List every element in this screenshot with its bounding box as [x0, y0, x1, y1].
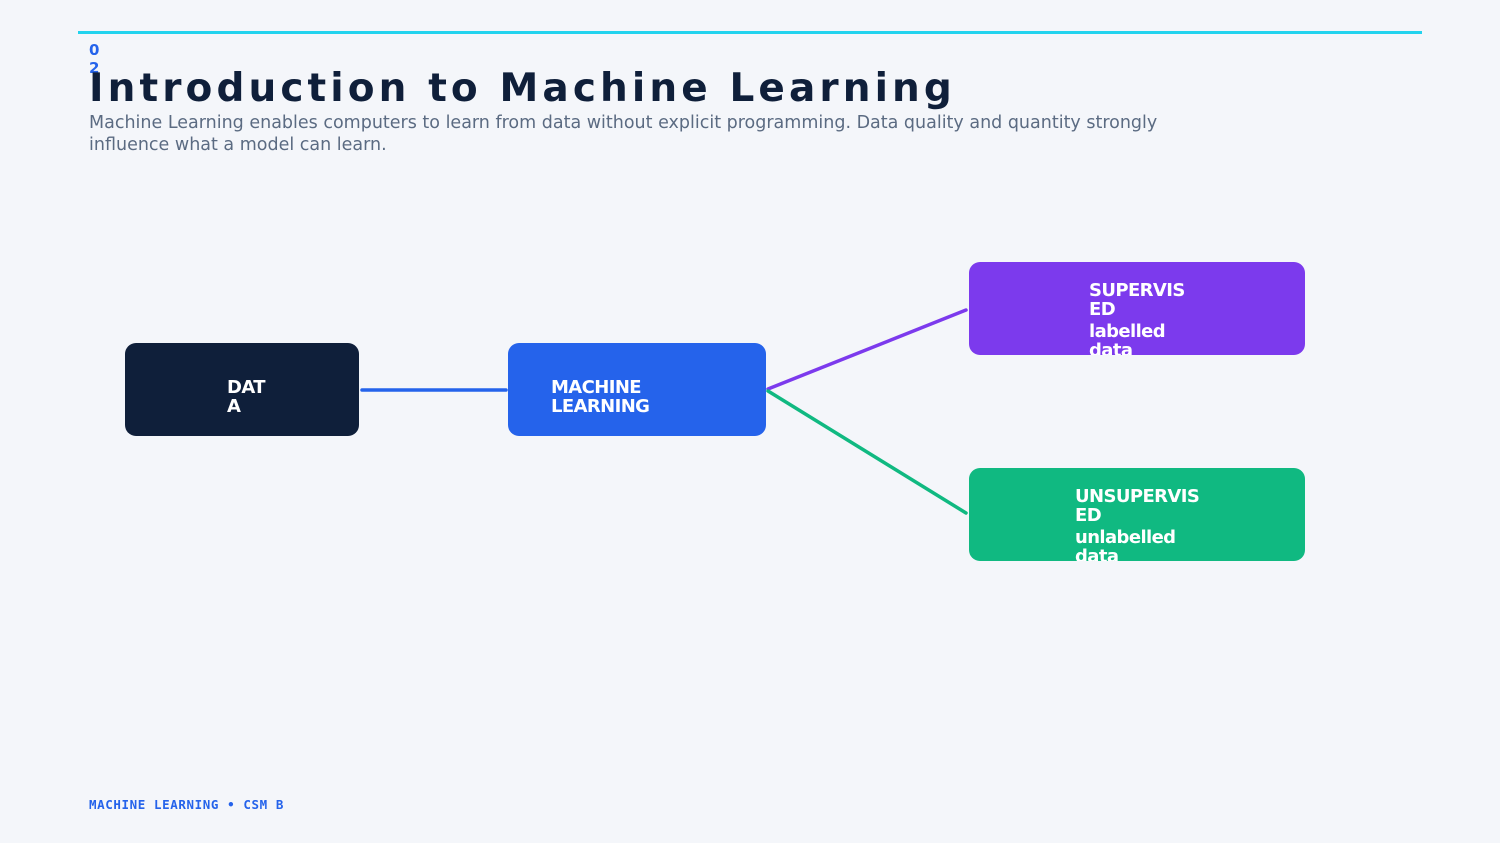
node-data: DATA — [125, 343, 359, 436]
node-machine-learning-label: MACHINE LEARNING — [551, 377, 650, 417]
slide-title: Introduction to Machine Learning — [89, 66, 956, 111]
node-unsupervised-sublabel: unlabelled data — [1075, 527, 1176, 561]
footer-text: MACHINE LEARNING • CSM B — [89, 797, 285, 812]
node-unsupervised: UNSUPERVISED unlabelled data — [969, 468, 1305, 561]
slide-number: 02 — [89, 41, 100, 77]
node-supervised: SUPERVISED labelled data — [969, 262, 1305, 355]
top-accent-rule — [78, 31, 1422, 34]
edge-ml-to-supervised — [766, 308, 968, 391]
slide-subtitle: Machine Learning enables computers to le… — [89, 113, 1158, 155]
edge-ml-to-unsupervised — [766, 389, 968, 515]
node-unsupervised-label: UNSUPERVISED — [1075, 486, 1200, 526]
node-data-label: DATA — [227, 377, 266, 417]
node-supervised-label: SUPERVISED — [1089, 280, 1185, 320]
node-machine-learning: MACHINE LEARNING — [508, 343, 766, 436]
node-supervised-sublabel: labelled data — [1089, 321, 1166, 355]
